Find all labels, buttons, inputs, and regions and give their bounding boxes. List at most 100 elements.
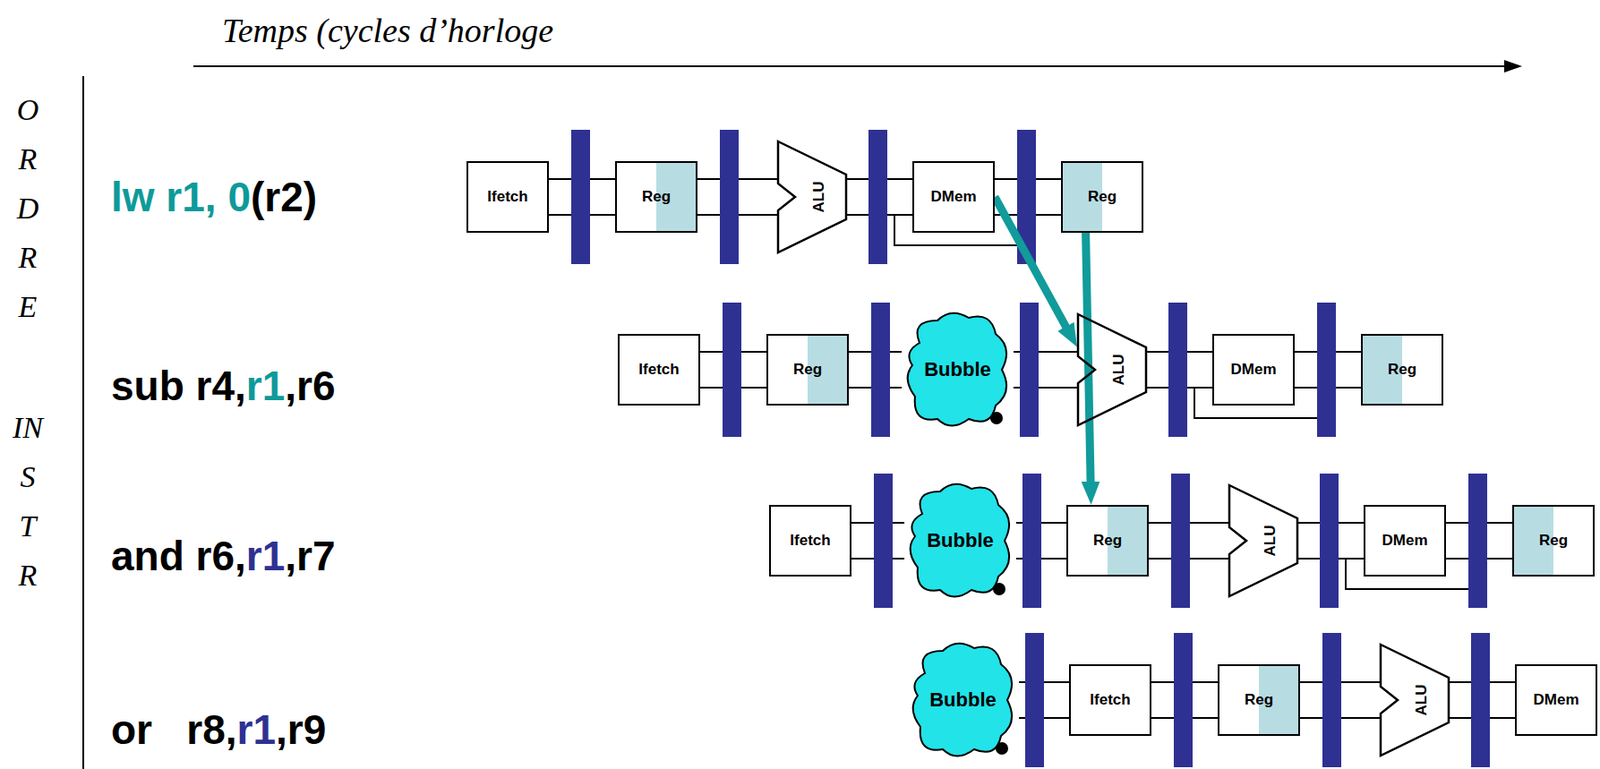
wire — [1294, 386, 1318, 389]
wire — [1189, 521, 1229, 524]
stage-box: Reg — [1360, 333, 1444, 406]
pipeline-register — [1317, 302, 1336, 437]
wire — [697, 213, 720, 216]
wire — [1038, 350, 1078, 353]
cloud-outline — [907, 313, 1007, 427]
pipeline-register — [1319, 473, 1339, 608]
wire — [1489, 717, 1515, 719]
wire — [1043, 681, 1070, 684]
stage-box: DMem — [1363, 504, 1446, 577]
wire — [1187, 350, 1213, 353]
wire — [741, 350, 767, 353]
pipeline-register — [1322, 633, 1342, 768]
wire — [548, 178, 572, 180]
cloud-dot — [995, 742, 1009, 755]
wire — [1038, 386, 1078, 389]
pipeline-register — [1173, 633, 1193, 768]
wire — [590, 178, 616, 180]
wire — [1489, 681, 1515, 684]
wire — [1300, 681, 1323, 684]
pipeline-register — [1471, 633, 1490, 768]
wire — [1294, 350, 1318, 353]
forward-arrow — [994, 196, 1069, 331]
axis-letters: INSTR — [12, 402, 43, 600]
cloud-dot — [990, 411, 1003, 425]
wire — [848, 350, 872, 353]
wire — [548, 213, 572, 216]
wire — [851, 557, 874, 560]
wire — [994, 178, 1018, 180]
stage-label: DMem — [1381, 531, 1428, 550]
stage-label: Ifetch — [487, 188, 528, 206]
wire — [1013, 386, 1020, 389]
wire — [1016, 557, 1023, 560]
alu-label: ALU — [810, 181, 829, 214]
wire — [700, 350, 723, 353]
alu-label: ALU — [1412, 684, 1431, 717]
stage-box: Reg — [1060, 161, 1144, 233]
wire — [1151, 717, 1174, 719]
pipeline-bubble: Bubble — [904, 478, 1017, 604]
wire — [1192, 681, 1218, 684]
cloud-outline — [910, 484, 1010, 598]
wire — [1041, 521, 1067, 524]
forward-arrow — [1086, 232, 1092, 487]
wire — [1146, 350, 1169, 353]
time-axis — [193, 65, 1510, 68]
pipeline-register — [719, 129, 739, 265]
pipeline-register — [571, 129, 591, 265]
wire — [1187, 386, 1213, 389]
wire — [1189, 557, 1229, 560]
wire — [1148, 557, 1172, 560]
cloud-dot — [992, 582, 1006, 596]
wire — [1335, 350, 1361, 353]
stage-box: DMem — [1212, 333, 1295, 406]
order-axis — [82, 76, 85, 769]
stage-label: Ifetch — [638, 360, 679, 379]
stage-box: DMem — [1514, 664, 1598, 736]
pipeline-register — [1468, 473, 1488, 608]
wire — [1151, 681, 1174, 684]
wire — [887, 213, 913, 216]
instruction-label: or r8,r1,r9 — [111, 705, 326, 754]
stage-box: Reg — [1512, 504, 1595, 577]
stage-box: Ifetch — [769, 504, 852, 577]
wire — [738, 213, 778, 216]
stage-box: Ifetch — [1069, 664, 1152, 736]
stage-box: Reg — [615, 161, 698, 233]
alu-label: ALU — [1261, 525, 1280, 557]
axis-title: Temps (cycles d’horloge — [222, 10, 554, 51]
bubble-label: Bubble — [926, 529, 994, 553]
bubble-label: Bubble — [924, 358, 992, 382]
wire — [1013, 350, 1020, 353]
stage-label: Reg — [1093, 531, 1122, 550]
wire — [887, 178, 913, 180]
wire — [1041, 557, 1067, 560]
wire — [1148, 521, 1172, 524]
wire — [1016, 521, 1023, 524]
instruction-label: lw r1, 0(r2) — [111, 172, 317, 222]
alu-unit: ALU — [1077, 313, 1147, 427]
stage-label: Reg — [1539, 531, 1568, 550]
wire — [741, 386, 767, 389]
pipeline-register — [868, 129, 888, 265]
stage-box: Ifetch — [617, 333, 701, 406]
wire — [892, 557, 905, 560]
wire — [1338, 521, 1364, 524]
wire — [1043, 717, 1070, 719]
stage-label: Reg — [1387, 360, 1417, 379]
wire — [889, 350, 902, 353]
wire — [1487, 521, 1513, 524]
wire — [1035, 213, 1061, 216]
wire — [889, 386, 902, 389]
alu-unit: ALU — [777, 140, 848, 254]
wire — [847, 213, 869, 216]
pipeline-register — [1171, 473, 1190, 608]
stage-label: Reg — [793, 360, 822, 379]
pipeline-register — [871, 302, 890, 437]
wire — [851, 521, 874, 524]
wire — [1018, 717, 1026, 719]
pipeline-register — [1168, 302, 1188, 437]
wire — [1445, 557, 1469, 560]
